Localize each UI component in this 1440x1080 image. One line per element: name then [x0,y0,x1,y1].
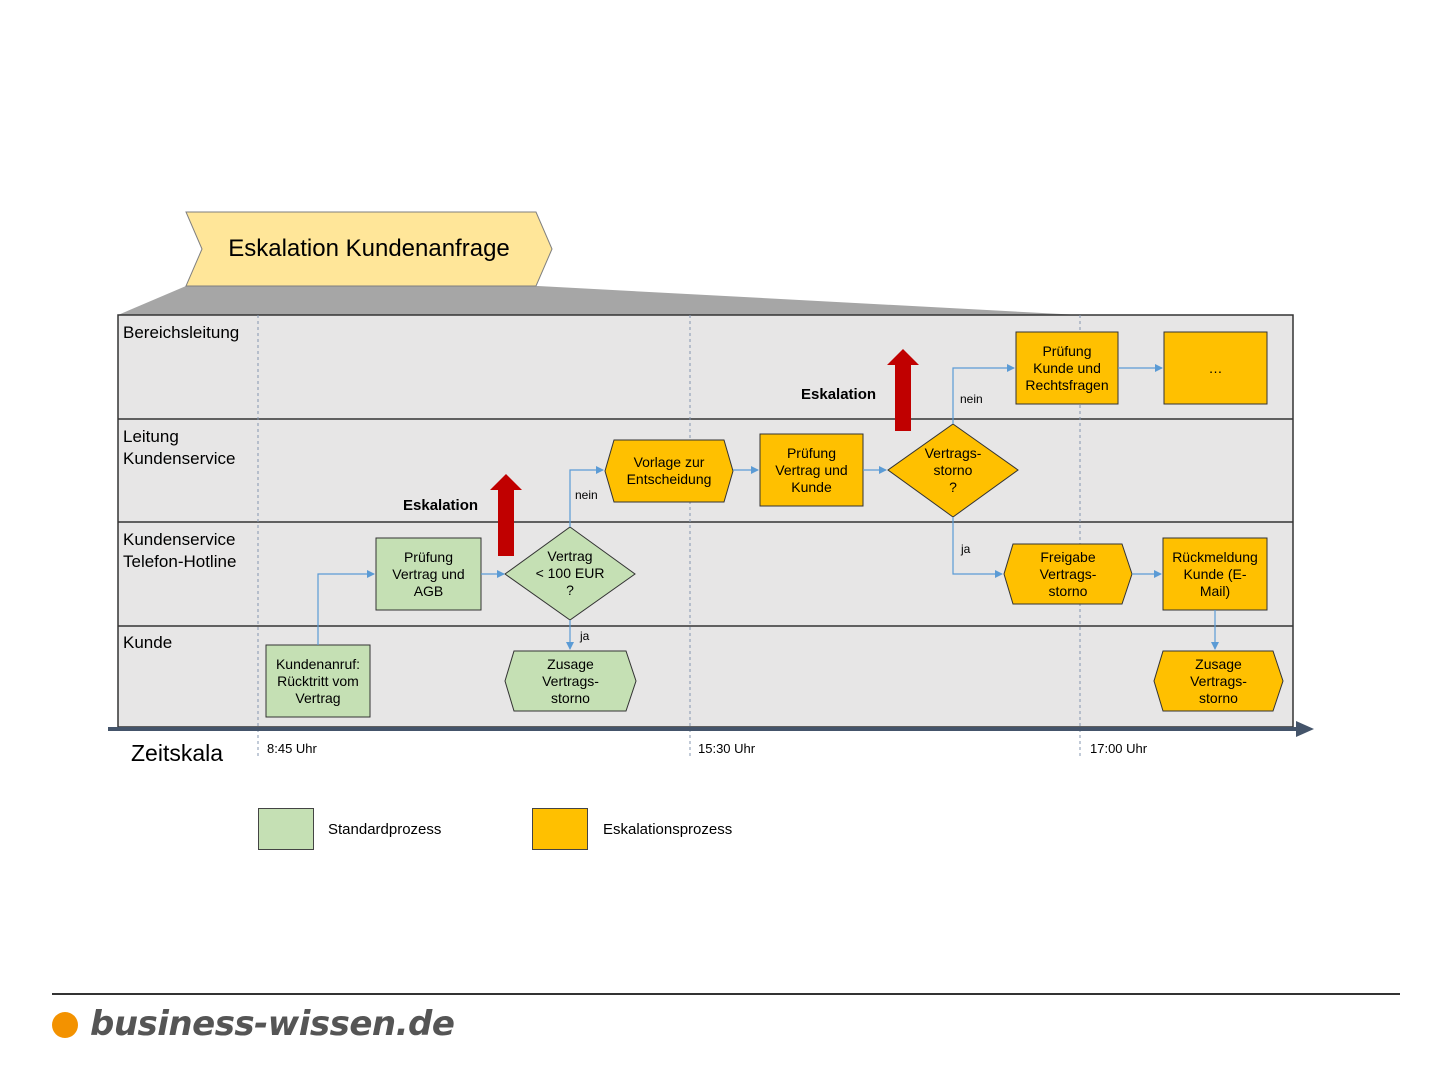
connector [952,364,1015,424]
node-ellipsis: … [1208,359,1223,376]
node-rueckmeldung: Rückmeldung Kunde (E- Mail) [1172,548,1258,599]
lane-label-kunde: Kunde [123,633,173,652]
timeline-arrowhead [1296,721,1314,737]
node-shape-freigabe [1003,543,1133,605]
edge-label-nein: nein [960,392,983,406]
node-kundenanruf: Kundenanruf: Rücktritt vom Vertrag [275,655,361,706]
axis-label: Zeitskala [131,740,224,766]
brand-logo-text: business-wissen.de [90,1004,455,1044]
node-shape-kundenanruf [265,644,371,718]
escalation-label: Eskalation [801,386,877,403]
escalation-arrow-icon [887,349,919,431]
legend-label-standard: Standardprozess [328,821,442,838]
connector [569,466,604,527]
page-title: Eskalation Kundenanfrage [228,235,510,262]
time-tick-label: 17:00 Uhr [1090,741,1148,756]
connector [317,570,375,645]
edge-label-ja: ja [961,542,971,556]
node-vorlage: Vorlage zur Entscheidung [626,454,712,487]
node-vertrag-100: Vertrag < 100 EUR ? [535,548,605,598]
legend-swatch-escalation [532,808,588,850]
title-banner [185,211,553,287]
lane-label-leitung-kundenservice: Leitung Kundenservice [123,427,236,468]
node-zusage-2: Zusage Vertrags- storno [1190,655,1247,706]
brand-dot-icon [52,1012,78,1038]
node-vertragsstorno-q: Vertrags- storno ? [924,445,982,495]
node-shape-rueckmeldung [1162,537,1268,611]
node-shape-pruefung-recht [1015,331,1119,405]
node-freigabe: Freigabe Vertrags- storno [1039,548,1097,599]
escalation-label: Eskalation [403,497,479,514]
escalation-arrow-icon [490,474,522,556]
node-zusage-1: Zusage Vertrags- storno [542,655,599,706]
lane-label-bereichsleitung: Bereichsleitung [123,323,240,342]
title-perspective [118,286,1080,315]
time-tick-label: 8:45 Uhr [267,741,317,756]
node-shape-zusage-1 [504,650,637,712]
time-tick-label: 15:30 Uhr [698,741,756,756]
node-shape-zusage-2 [1153,650,1284,712]
edge-label-ja: ja [580,629,590,643]
edge-label-nein: nein [575,488,598,502]
legend-swatch-standard [258,808,314,850]
connector [952,517,1003,578]
node-shape-ellipsis [1163,331,1268,405]
node-shape-pruefung-kunde [759,433,864,507]
footer-divider [52,993,1400,995]
node-pruefung-kunde: Prüfung Vertrag und Kunde [775,444,848,495]
lane-label-telefon-hotline: Kundenservice Telefon-Hotline [123,530,237,571]
node-pruefung-agb: Prüfung Vertrag und AGB [392,548,465,599]
node-shape-pruefung-agb [375,537,482,611]
legend-label-escalation: Eskalationsprozess [603,821,733,838]
node-pruefung-recht: Prüfung Kunde und Rechtsfragen [1025,342,1109,393]
node-shape-vorlage [604,439,734,503]
